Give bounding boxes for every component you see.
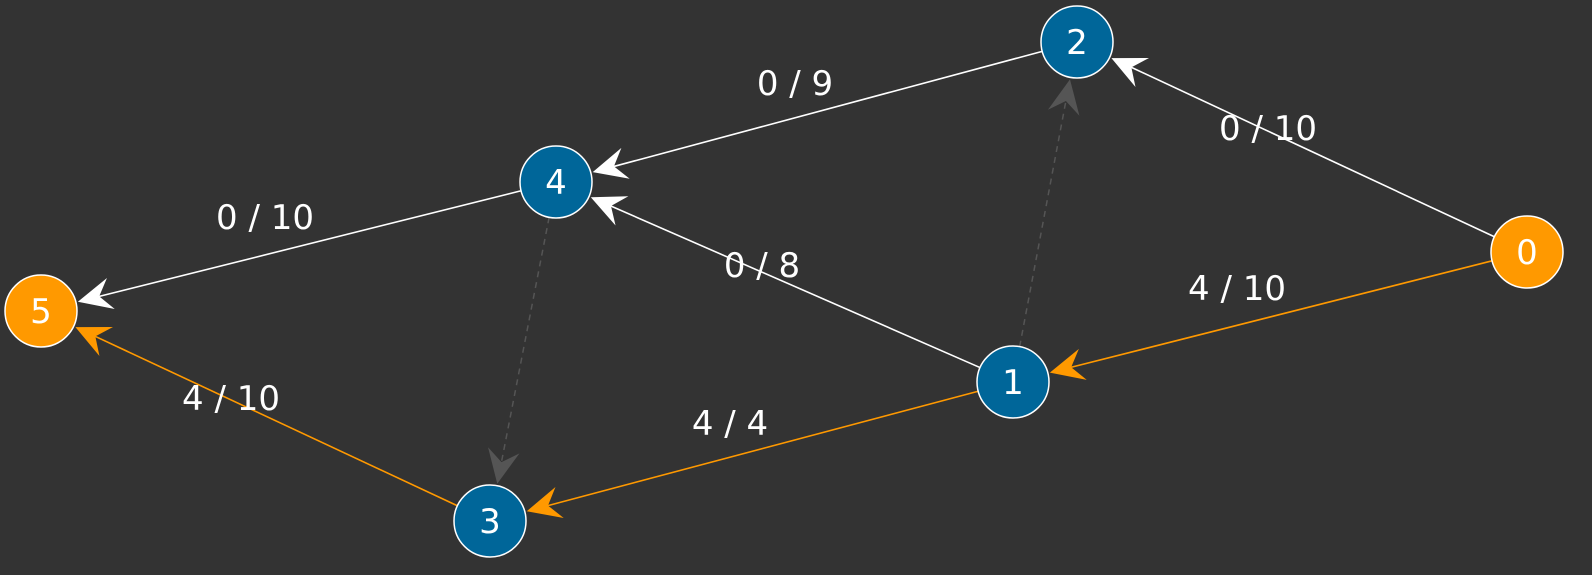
edge-line-2-4 (611, 50, 1043, 168)
edge-1-4 (590, 196, 981, 369)
edge-line-1-2 (1018, 98, 1068, 347)
node-2[interactable]: 2 (1040, 5, 1114, 79)
node-4[interactable]: 4 (519, 145, 593, 219)
arrowhead-icon (1049, 348, 1087, 380)
arrowhead-icon (590, 196, 629, 226)
node-circle[interactable] (453, 484, 527, 558)
edge-label-4-5: 0 / 10 (216, 198, 314, 238)
node-circle[interactable] (976, 345, 1050, 419)
node-label: 4 (545, 163, 567, 203)
node-1[interactable]: 1 (976, 345, 1050, 419)
edge-line-1-3 (545, 390, 979, 507)
edge-labels-layer: 0 / 10 4 / 10 0 / 9 0 / 8 4 / 4 0 / 10 4 / 10 (182, 64, 1317, 444)
arrowhead-icon (77, 277, 115, 310)
arrowhead-icon (1047, 79, 1080, 116)
edge-label-1-4: 0 / 8 (724, 246, 800, 286)
edge-label-2-4: 0 / 9 (757, 64, 833, 104)
arrowhead-icon (526, 487, 564, 518)
edge-label-0-1: 4 / 10 (1188, 269, 1286, 309)
edge-0-1 (1049, 260, 1493, 380)
edge-label-1-3: 4 / 4 (692, 404, 768, 444)
edge-line-0-1 (1069, 260, 1493, 369)
arrowhead-icon (488, 447, 520, 484)
edge-4-5 (77, 189, 522, 310)
nodes-layer: 0 1 2 3 4 5 (4, 5, 1564, 558)
edge-line-0-2 (1129, 65, 1495, 238)
edges-layer (75, 50, 1495, 518)
node-circle[interactable] (1040, 5, 1114, 79)
node-label: 5 (30, 292, 52, 332)
edge-1-2 (1018, 79, 1080, 347)
edge-2-4 (592, 50, 1043, 179)
edge-line-4-3 (500, 217, 550, 465)
node-0[interactable]: 0 (1490, 215, 1564, 289)
arrowhead-icon (75, 327, 113, 356)
node-circle[interactable] (1490, 215, 1564, 289)
edge-3-5 (75, 327, 458, 507)
node-circle[interactable] (519, 145, 593, 219)
edge-line-3-5 (93, 334, 458, 507)
node-label: 2 (1066, 23, 1088, 63)
node-label: 0 (1516, 233, 1538, 273)
edge-label-3-5: 4 / 10 (182, 379, 280, 419)
node-label: 1 (1002, 363, 1024, 403)
node-3[interactable]: 3 (453, 484, 527, 558)
edge-line-1-4 (608, 204, 981, 369)
arrowhead-icon (1111, 57, 1150, 87)
node-label: 3 (479, 502, 501, 542)
node-circle[interactable] (4, 274, 78, 348)
edge-1-3 (526, 390, 979, 518)
edge-4-3 (488, 217, 550, 484)
node-5[interactable]: 5 (4, 274, 78, 348)
edge-line-4-5 (97, 189, 522, 298)
edge-label-0-2: 0 / 10 (1219, 109, 1317, 149)
arrowhead-icon (592, 147, 630, 179)
edge-0-2 (1111, 57, 1495, 238)
